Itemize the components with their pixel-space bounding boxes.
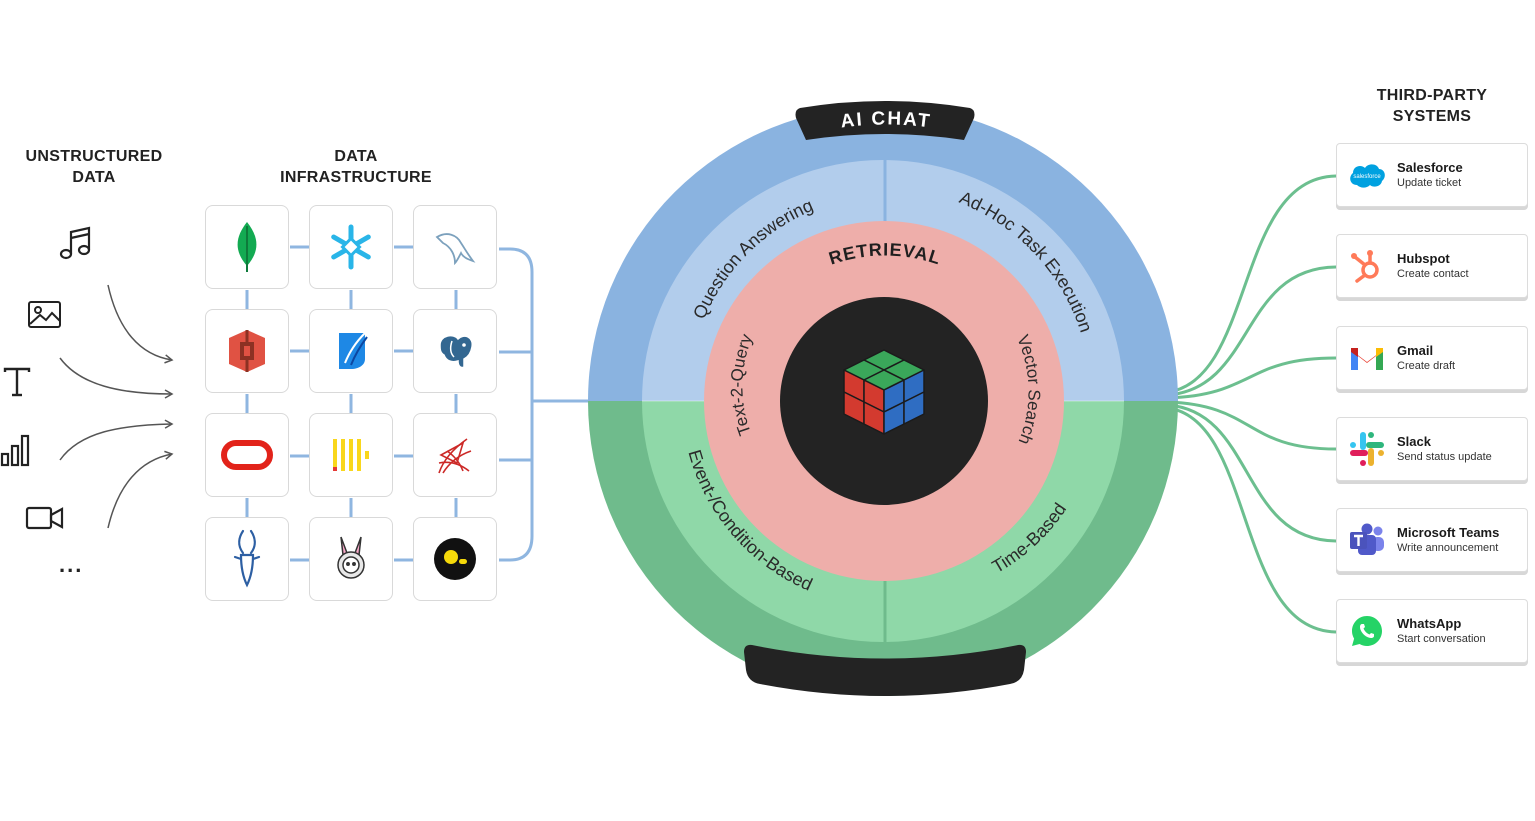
heading-line: DATA (334, 148, 378, 165)
slack-icon (1347, 429, 1387, 469)
third-party-systems-heading: THIRD-PARTY SYSTEMS (1352, 85, 1512, 127)
heading-line: THIRD-PARTY (1376, 87, 1488, 104)
card-name: WhatsApp (1397, 616, 1462, 631)
data-infrastructure-heading: DATA INFRASTRUCTURE (270, 146, 442, 188)
unstructured-data-heading: UNSTRUCTURED DATA (14, 146, 174, 188)
third-party-connectors (1167, 174, 1337, 634)
card-name: Slack (1397, 434, 1431, 449)
cube-logo-icon (843, 349, 925, 435)
microsoft-teams-card[interactable]: Microsoft Teams Write announcement (1336, 508, 1528, 572)
ai-chat-badge (795, 101, 975, 140)
sql-server-icon (413, 413, 497, 497)
card-action: Start conversation (1397, 633, 1486, 645)
arrow (59, 419, 174, 461)
kudu-icon (205, 517, 289, 601)
rabbit-astronaut-icon (309, 517, 393, 601)
ai-chat-label: AI CHAT (839, 108, 932, 132)
mongodb-icon (205, 205, 289, 289)
oracle-icon (205, 413, 289, 497)
slack-card[interactable]: Slack Send status update (1336, 417, 1528, 481)
heading-line: SYSTEMS (1392, 108, 1472, 125)
heading-line: INFRASTRUCTURE (280, 169, 432, 186)
text-icon (2, 366, 32, 403)
svg-text:salesforce: salesforce (1353, 174, 1381, 180)
gmail-card[interactable]: Gmail Create draft (1336, 326, 1528, 390)
arrow (107, 284, 174, 364)
bottom-badge (744, 644, 1026, 696)
amazon-s3-icon (205, 309, 289, 393)
salesforce-card[interactable]: salesforce Salesforce Update ticket (1336, 143, 1528, 207)
source-arrows (59, 284, 174, 529)
postgresql-icon (413, 309, 497, 393)
infrastructure-connectors (245, 245, 590, 562)
capabilities-wheel: AI CHAT Question Answering Ad-Hoc Task E… (588, 101, 1178, 696)
heading-line: UNSTRUCTURED (25, 148, 163, 165)
card-name: Gmail (1397, 343, 1434, 358)
card-action: Write announcement (1397, 542, 1499, 554)
card-action: Send status update (1397, 451, 1492, 463)
arrow (107, 450, 174, 529)
whatsapp-icon (1347, 611, 1387, 651)
card-action: Create draft (1397, 360, 1456, 372)
teams-icon (1347, 520, 1387, 560)
hubspot-card[interactable]: Hubspot Create contact (1336, 234, 1528, 298)
card-name: Salesforce (1397, 160, 1463, 175)
more-dots-icon: ... (59, 552, 84, 577)
clickhouse-icon (309, 413, 393, 497)
music-note-icon (58, 225, 92, 266)
bar-chart-icon (0, 432, 32, 473)
whatsapp-card[interactable]: WhatsApp Start conversation (1336, 599, 1528, 663)
card-action: Create contact (1397, 268, 1469, 280)
card-name: Hubspot (1397, 251, 1450, 266)
heading-line: DATA (72, 169, 116, 186)
video-camera-icon (25, 503, 65, 538)
arrow (59, 357, 174, 399)
image-icon (27, 299, 63, 336)
card-name: Microsoft Teams (1397, 525, 1500, 540)
salesforce-icon: salesforce (1347, 155, 1387, 195)
gmail-icon (1347, 338, 1387, 378)
yellow-dot-db-icon (413, 517, 497, 601)
hubspot-icon (1347, 246, 1387, 286)
azure-sql-icon (309, 309, 393, 393)
mysql-icon (413, 205, 497, 289)
card-action: Update ticket (1397, 177, 1462, 189)
snowflake-icon (309, 205, 393, 289)
